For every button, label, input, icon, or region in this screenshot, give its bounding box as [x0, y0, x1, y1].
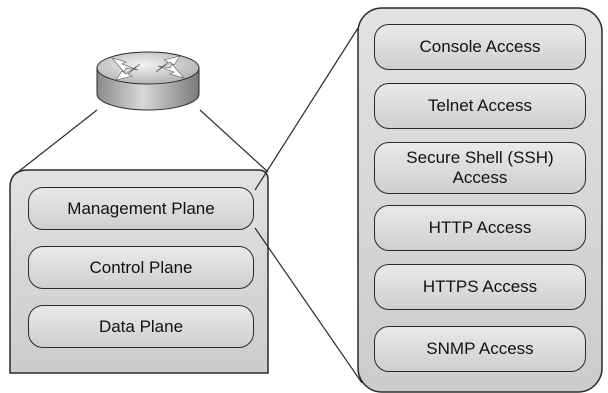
management-plane-box: Management Plane	[28, 187, 254, 230]
telnet-access-box: Telnet Access	[374, 83, 586, 129]
ssh-access-box: Secure Shell (SSH) Access	[374, 142, 586, 194]
control-plane-box: Control Plane	[28, 246, 254, 289]
zoom-line-bottom	[254, 227, 363, 384]
router-connector-left	[17, 109, 98, 173]
router-connector-right	[199, 109, 269, 173]
router-icon	[96, 51, 200, 111]
console-access-box: Console Access	[374, 24, 586, 70]
snmp-access-box: SNMP Access	[374, 326, 586, 372]
https-access-box: HTTPS Access	[374, 264, 586, 310]
data-plane-box: Data Plane	[28, 305, 254, 348]
zoom-line-top	[254, 27, 359, 191]
http-access-box: HTTP Access	[374, 205, 586, 251]
